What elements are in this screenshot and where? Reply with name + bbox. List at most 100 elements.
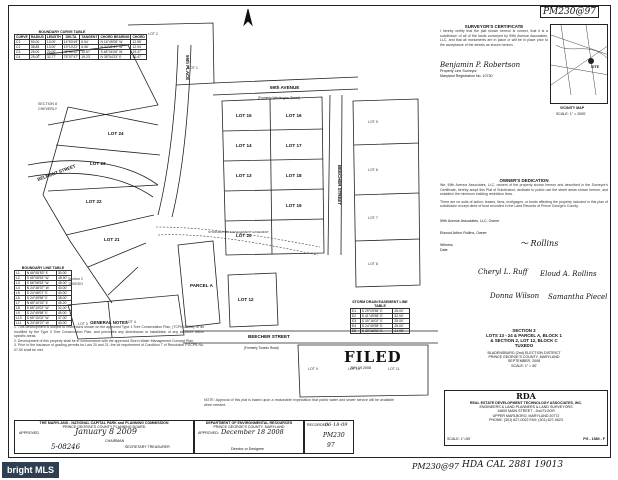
tuxedo-label: TUXEDO	[68, 282, 83, 286]
permit-number: 5-08246	[51, 443, 81, 451]
filed-date: JUN 19 2008	[350, 366, 371, 370]
surveyors-certificate: SURVEYOR'S CERTIFICATE I hereby certify …	[440, 24, 548, 78]
vicinity-map-graphic	[551, 25, 607, 96]
parcel-a-label: PARCEL A	[190, 283, 214, 288]
dept-sub: PRINCE GEORGE'S COUNTY, MARYLAND	[213, 425, 285, 430]
table-header: TANGENT	[79, 34, 100, 41]
table-cell: 14°53'49"	[61, 39, 81, 46]
title-block: SECTION 3 LOTS 13 - 24 & PARCEL A, BLOCK…	[440, 328, 608, 368]
lot-11-label: LOT 11	[388, 367, 400, 371]
recorded-block: RECORDED: 06-18-09 PM230 97	[304, 420, 354, 454]
handwritten-top-right: PM230@97	[540, 6, 599, 18]
title-lots: LOTS 13 - 24 & PARCEL A, BLOCK 1	[486, 333, 562, 338]
owners-body: We, 59th Avenue Associates, LLC, owners …	[440, 183, 608, 197]
lot-13-label: LOT 13	[236, 173, 252, 178]
boundary-curve-title: BOUNDARY CURVE TABLE	[38, 30, 86, 34]
lot-20-label: LOT 20	[236, 233, 252, 238]
company-sub5: PHONE: (301) 627-0022 FAX: (301) 627-062…	[489, 417, 563, 422]
lot-24-label: LOT 24	[108, 131, 124, 136]
surveyors-title: SURVEYOR'S CERTIFICATE	[464, 24, 524, 29]
handwritten-bottom-right: HDA CAL 2881 19013	[462, 460, 564, 470]
company-scale: SCALE: 1"=50'	[447, 437, 471, 441]
vicinity-title: VICINITY MAP	[560, 106, 585, 110]
owner2-label: Elwood Arthur Rollins, Owner	[440, 231, 487, 236]
general-notes: GENERAL NOTES 1. This development is sub…	[14, 320, 204, 353]
lot-17-label: LOT 17	[286, 143, 302, 148]
title-county: PRINCE GEORGE'S COUNTY, MARYLAND	[488, 355, 560, 360]
approved-label: APPROVED	[19, 431, 39, 435]
lot-5-label: LOT 5	[368, 120, 378, 124]
table-cell: 30.47'	[130, 54, 147, 61]
recorded-label: RECORDED:	[307, 423, 329, 427]
title-section2: & SECTION 2, LOT 12, BLOCK C	[490, 338, 558, 343]
table-header: CURVE	[14, 34, 30, 41]
table-cell: 25.00	[28, 54, 46, 61]
lot-18-label: LOT 18	[286, 173, 302, 178]
owners-title: OWNER'S DEDICATION	[499, 178, 549, 183]
note-item: 3. Prior to the issuance of grading perm…	[14, 343, 204, 352]
street-beecher-bottom: BEECHER STREET	[248, 334, 290, 339]
street-beecher-sub: (Formerly Tuxedo Road)	[244, 346, 279, 350]
title-tuxedo: TUXEDO	[514, 343, 534, 348]
owners-body2: There are no suits of action, leases, li…	[440, 199, 608, 209]
table-header: CHORD BEARING	[98, 34, 132, 41]
plat-book: PM230	[323, 432, 345, 439]
surveyor-signature: Benjamin P. Robertson	[440, 61, 521, 70]
cheverly-label: CHEVERLY	[38, 107, 58, 111]
recorded-date: 06-18-09	[325, 422, 348, 428]
lot-16-label: LOT 16	[286, 113, 302, 118]
lot-15-label: LOT 15	[236, 113, 252, 118]
lot-2-label: LOT 2	[148, 32, 158, 36]
sheet-number: PG - 1580 - F	[583, 437, 605, 441]
section8-label: SECTION 8	[38, 102, 57, 106]
company-logo: RDA	[516, 391, 536, 401]
dept-name: DEPARTMENT OF ENVIRONMENTAL RESOURCES	[205, 421, 293, 425]
lot-23-label: LOT 23	[90, 161, 106, 166]
lot-22-label: LOT 22	[86, 199, 102, 204]
surveyor-reg: Maryland Registration No. 10730	[440, 73, 493, 78]
lot-3-label: LOT 3	[78, 322, 88, 326]
table-cell: E5	[350, 328, 361, 335]
lot-8-label: LOT 8	[368, 262, 378, 266]
chairman-label: CHAIRMAN	[105, 439, 125, 443]
table-cell: 40.00'	[55, 320, 73, 327]
title-district: BLADENSBURG (2nd) ELECTION DISTRICT	[487, 351, 561, 355]
lot-4-label: LOT 4	[126, 320, 136, 324]
table-cell: 19.23'	[79, 54, 100, 61]
lot-14-label: LOT 14	[236, 143, 252, 148]
watermark-logo: bright MLS	[2, 462, 59, 478]
company-sub4: UPPER MARLBORO, MARYLAND 20772	[492, 413, 560, 418]
company-sub2: ENGINEERS & LAND PLANNERS & LAND SURVEYO…	[479, 405, 573, 410]
street-belmont: BELMONT STREET	[37, 163, 77, 182]
lot-7-label: LOT 7	[368, 216, 378, 220]
stormwater-label: STORMWATER MANAGEMENT EASEMENT	[208, 230, 269, 234]
approval-note: NOTE: Approval of this plat is based upo…	[204, 398, 394, 407]
table-header: RADIUS	[28, 34, 46, 41]
street-beecher-v: BEECHER STREET	[337, 165, 342, 205]
vicinity-map: SITE	[550, 24, 608, 104]
plat-drawing: LOT 16 LOT 17 LOT 18 LOT 19 LOT 15 LOT 1…	[27, 8, 438, 398]
company-sub3: 14600 MAIN STREET - 2nd FLOOR	[497, 409, 555, 414]
owner1-label: 59th Avenue Associates, LLC, Owner	[440, 218, 500, 223]
vicinity-site: SITE	[591, 65, 599, 69]
secretary-label: SECRETARY TREASURER	[125, 445, 170, 449]
board-name: PRINCE GEORGE'S COUNTY PLANNING BOARD	[62, 425, 146, 430]
note-item: 2. Development of this property shall be…	[14, 338, 195, 343]
table-header: CHORD	[130, 34, 147, 41]
table-cell: 32.77'	[44, 54, 63, 61]
storm-drain-title: STORM DRAIN EASEMENT LINE TABLE	[352, 300, 408, 309]
company-name: REAL ESTATE DEVELOPMENT TECHNOLOGY ASSOC…	[469, 401, 583, 405]
director-label: Director or Designee	[231, 447, 264, 451]
table-cell: N 35°54'23" E	[98, 54, 132, 61]
table-cell: 75°07'47"	[61, 54, 81, 61]
approved2-label: APPROVED:	[198, 431, 219, 435]
approved-date: January 8 2009	[75, 427, 137, 436]
sheet-border	[8, 5, 611, 458]
